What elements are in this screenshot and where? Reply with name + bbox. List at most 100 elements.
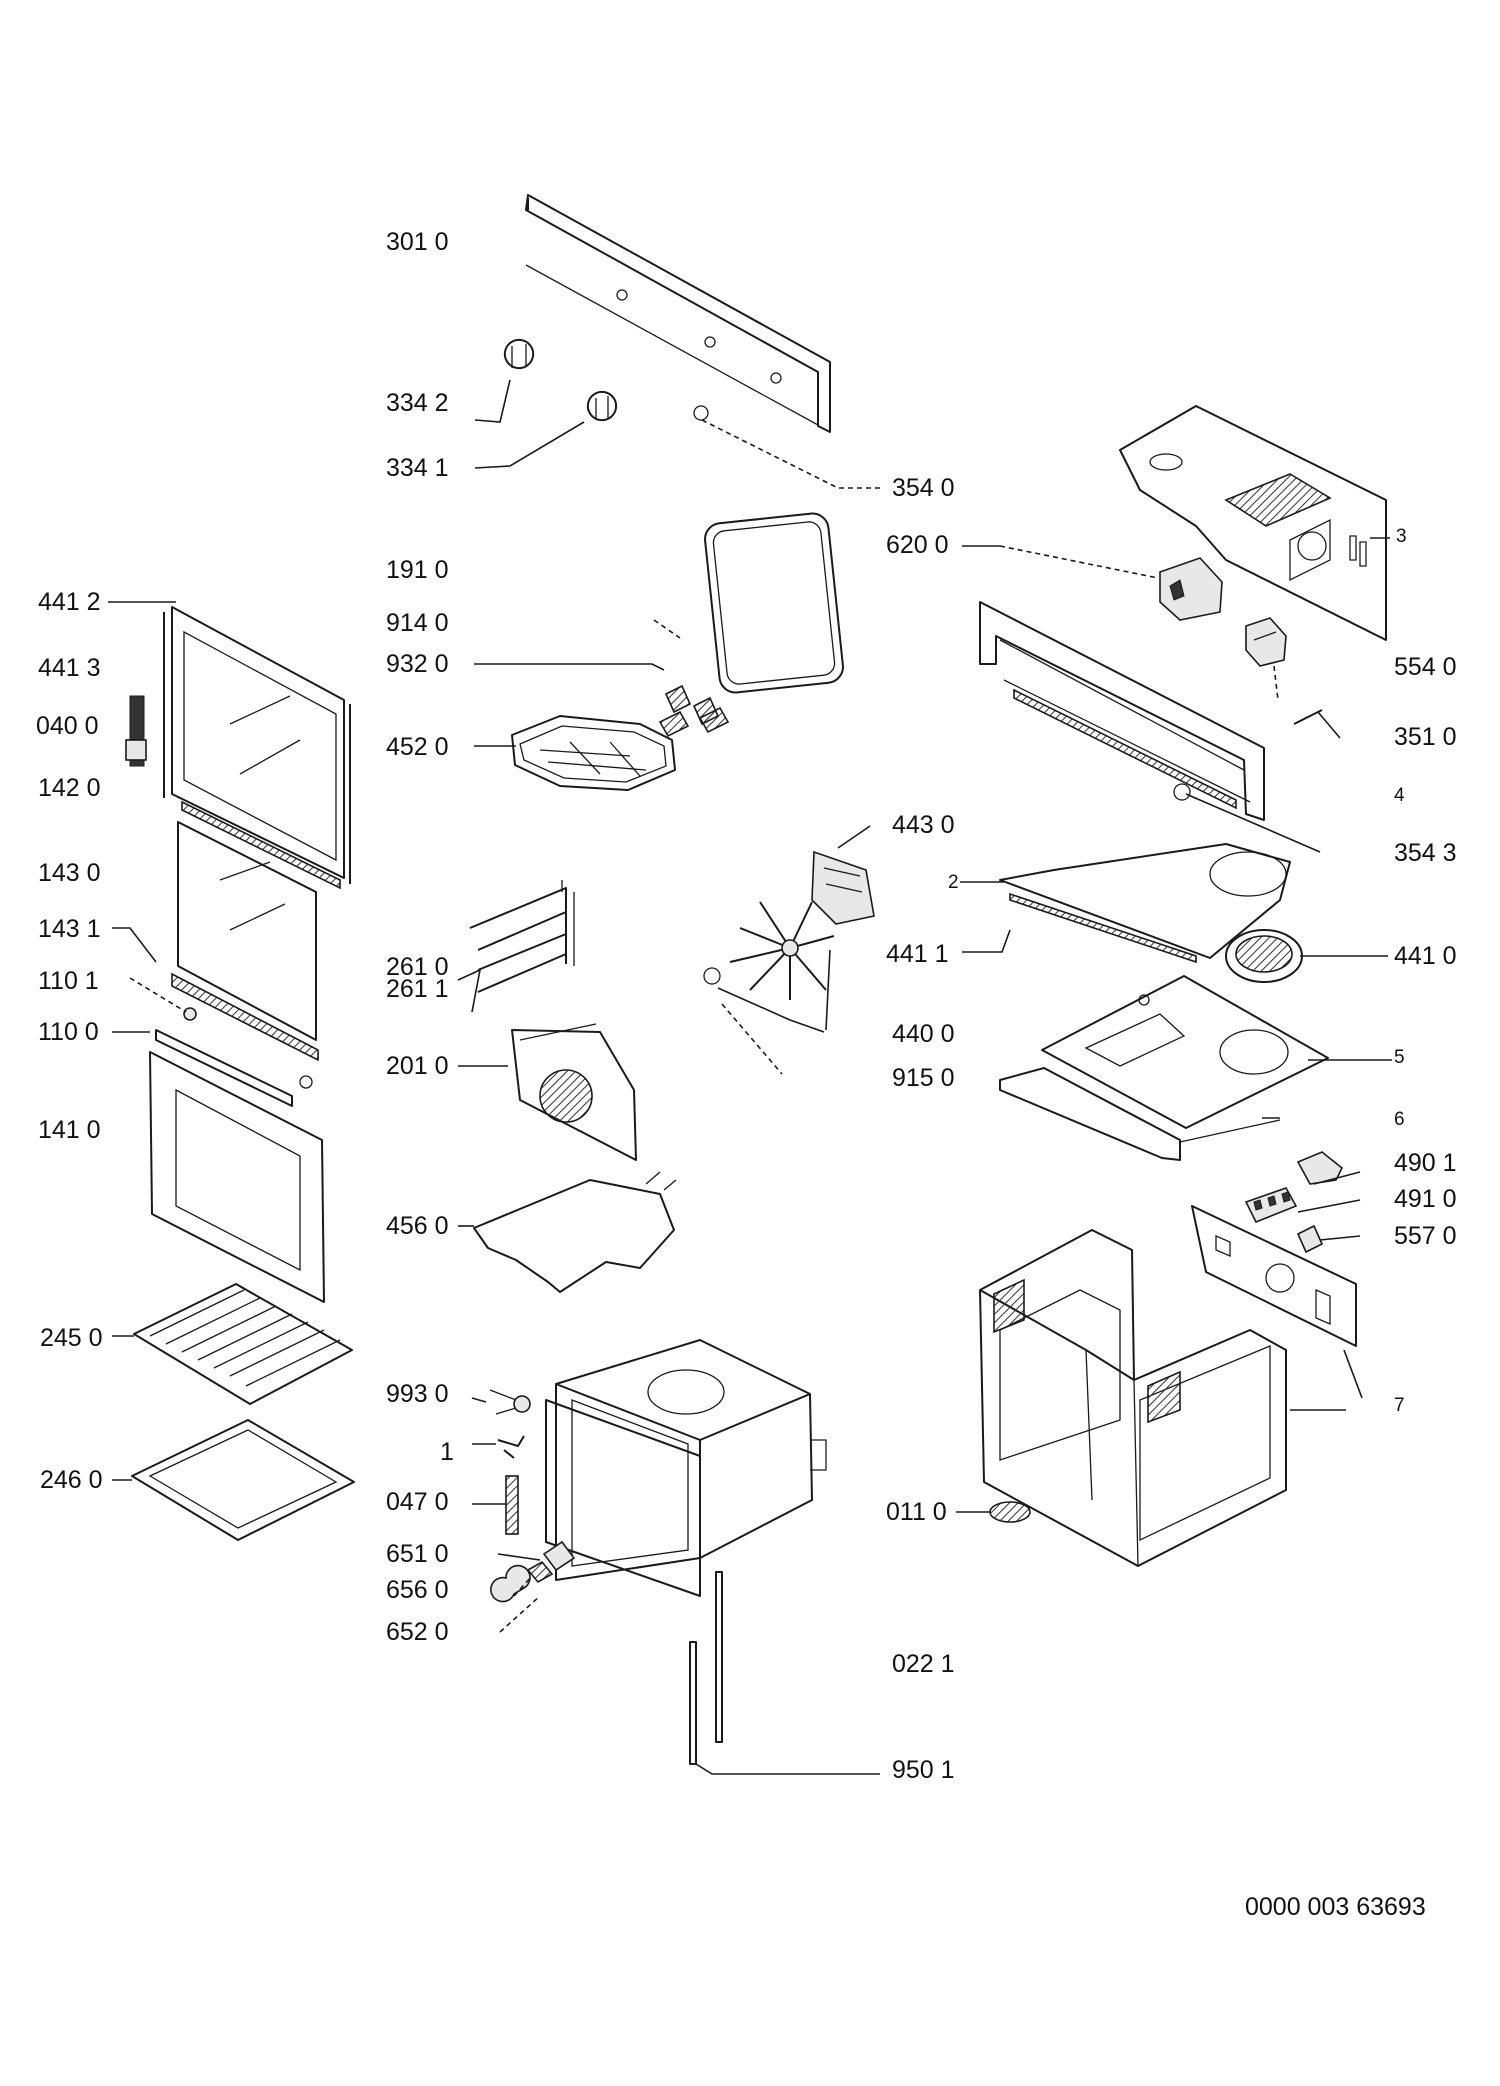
screw-993-0 — [489, 1389, 531, 1415]
connector-490-1 — [1296, 1151, 1344, 1185]
knob-354-3 — [1173, 783, 1191, 801]
insulation-panel-6 — [999, 1067, 1281, 1161]
label-4: 4 — [1394, 785, 1405, 806]
label-950-1: 950 1 — [892, 1756, 955, 1784]
label-246-0: 246 0 — [40, 1466, 103, 1494]
cavity-door-frame — [545, 1399, 701, 1597]
cooling-fan-441-0 — [1225, 929, 1303, 983]
cable-clip-557-0 — [1296, 1224, 1324, 1254]
label-334-1: 334 1 — [386, 454, 449, 482]
element-clip-932-0 — [658, 706, 730, 738]
label-993-0: 993 0 — [386, 1380, 449, 1408]
label-652-0: 652 0 — [386, 1618, 449, 1646]
label-143-0: 143 0 — [38, 859, 101, 887]
terminal-block-491-0 — [1244, 1187, 1298, 1224]
screw-1 — [497, 1435, 525, 1459]
glass-support-143-1 — [171, 972, 319, 1062]
knob-334-1 — [586, 390, 618, 422]
label-110-0: 110 0 — [38, 1018, 99, 1046]
label-191-0: 191 0 — [386, 556, 449, 584]
label-490-1: 490 1 — [1394, 1149, 1457, 1177]
door-hinge-040-0 — [125, 695, 147, 767]
label-245-0: 245 0 — [40, 1324, 103, 1352]
label-354-3: 354 3 — [1394, 839, 1457, 867]
label-914-0: 914 0 — [386, 609, 449, 637]
insulation-strip-950-1 — [689, 1641, 697, 1765]
switch-shaft-351-0 — [1293, 709, 1323, 725]
label-351-0: 351 0 — [1394, 723, 1457, 751]
label-334-2: 334 2 — [386, 389, 449, 417]
outer-door-glass-441-2 — [163, 606, 351, 884]
door-frame-strip-110-0 — [155, 1029, 313, 1107]
label-443-0: 443 0 — [892, 811, 955, 839]
label-656-0: 656 0 — [386, 1576, 449, 1604]
label-5: 5 — [1394, 1047, 1405, 1068]
label-2: 2 — [948, 872, 959, 893]
label-1: 1 — [440, 1438, 454, 1466]
label-620-0: 620 0 — [886, 531, 949, 559]
shelf-support-261-0 — [469, 880, 575, 993]
label-915-0: 915 0 — [892, 1064, 955, 1092]
label-6: 6 — [1394, 1109, 1405, 1130]
wire-rack-245-0 — [133, 1283, 353, 1405]
drip-tray-246-0 — [131, 1419, 355, 1541]
label-040-0: 040 0 — [36, 712, 99, 740]
label-441-3: 441 3 — [38, 654, 101, 682]
label-441-0: 441 0 — [1394, 942, 1457, 970]
inner-door-panel-141-0 — [149, 1051, 325, 1303]
label-022-1: 022 1 — [892, 1650, 955, 1678]
label-651-0: 651 0 — [386, 1540, 449, 1568]
lamp-glass-656-0 — [490, 1564, 531, 1603]
label-201-0: 201 0 — [386, 1052, 449, 1080]
fan-blade-440-0 — [729, 901, 835, 1000]
label-011-0: 011 0 — [886, 1498, 947, 1526]
label-932-0: 932 0 — [386, 650, 449, 678]
handle-142-0 — [181, 800, 341, 890]
label-354-0: 354 0 — [892, 474, 955, 502]
label-261-1: 261 1 — [386, 975, 449, 1003]
lamp-holder-652-0 — [526, 1560, 554, 1584]
inner-door-glass-143-0 — [177, 821, 317, 1041]
top-plate-5 — [1041, 975, 1329, 1129]
lamp-cover-651-0 — [542, 1540, 576, 1572]
fan-nut-915-0 — [703, 967, 721, 985]
label-143-1: 143 1 — [38, 915, 101, 943]
control-panel-fascia — [525, 194, 831, 433]
foot-011-0 — [989, 1501, 1031, 1523]
oven-lamp-047-0 — [505, 1475, 519, 1535]
rear-panel-plate-7 — [1191, 1205, 1357, 1347]
outer-casing-7 — [979, 1229, 1287, 1567]
grill-heating-element-452-0 — [511, 715, 676, 791]
hinge-pin-110-1 — [183, 1007, 197, 1021]
label-047-0: 047 0 — [386, 1488, 449, 1516]
label-142-0: 142 0 — [38, 774, 101, 802]
label-557-0: 557 0 — [1394, 1222, 1457, 1250]
label-456-0: 456 0 — [386, 1212, 449, 1240]
insulation-strip-022-1 — [715, 1571, 723, 1743]
knob-hole-354-0 — [693, 405, 709, 421]
label-301-0: 301 0 — [386, 228, 449, 256]
bottom-heating-element-456-0 — [473, 1171, 677, 1293]
document-number: 0000 003 63693 — [1245, 1893, 1426, 1921]
fan-cover-201-0 — [511, 1023, 637, 1161]
label-452-0: 452 0 — [386, 733, 449, 761]
label-110-1: 110 1 — [38, 967, 99, 995]
selector-switch-554-0 — [1245, 617, 1287, 667]
fan-motor-443-0 — [811, 850, 875, 925]
label-554-0: 554 0 — [1394, 653, 1457, 681]
label-141-0: 141 0 — [38, 1116, 101, 1144]
air-duct-2 — [999, 843, 1291, 964]
label-261-0: 261 0 — [386, 953, 449, 981]
label-441-2: 441 2 — [38, 588, 101, 616]
knob-334-2 — [503, 338, 535, 370]
label-441-1: 441 1 — [886, 940, 949, 968]
control-housing-3 — [1119, 405, 1387, 641]
label-7: 7 — [1394, 1395, 1405, 1416]
oven-cavity — [555, 1339, 827, 1581]
label-440-0: 440 0 — [892, 1020, 955, 1048]
label-491-0: 491 0 — [1394, 1185, 1457, 1213]
door-gasket-191-0 — [704, 512, 844, 694]
timer-module-620-0 — [1159, 557, 1223, 621]
label-3: 3 — [1396, 526, 1407, 547]
